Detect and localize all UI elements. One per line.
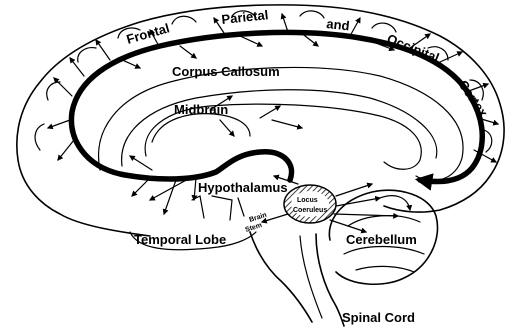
corpus-callosum-outer (99, 67, 463, 180)
label-midbrain: Midbrain (174, 102, 228, 117)
label-corpus-callosum: Corpus Callosum (172, 64, 280, 79)
stem-inner-line (300, 236, 322, 318)
brain-stem-shape (250, 232, 312, 322)
label-brain-stem-line2: Stem (244, 222, 262, 234)
hypothalamus-marks (192, 196, 244, 220)
label-spinal-cord: Spinal Cord (342, 310, 415, 325)
label-temporal-lobe: Temporal Lobe (134, 232, 226, 247)
label-occipital: Occipital (385, 31, 442, 65)
label-and: and (326, 16, 351, 33)
brain-outline (17, 5, 504, 236)
label-cerebellum: Cerebellum (346, 232, 417, 247)
label-hypothalamus: Hypothalamus (198, 180, 288, 195)
label-locus-line2: Coeruleus (293, 207, 327, 214)
label-locus-line1: Locus (297, 197, 318, 204)
label-parietal: Parietal (221, 7, 269, 27)
label-cortex: Cortex (456, 77, 492, 120)
